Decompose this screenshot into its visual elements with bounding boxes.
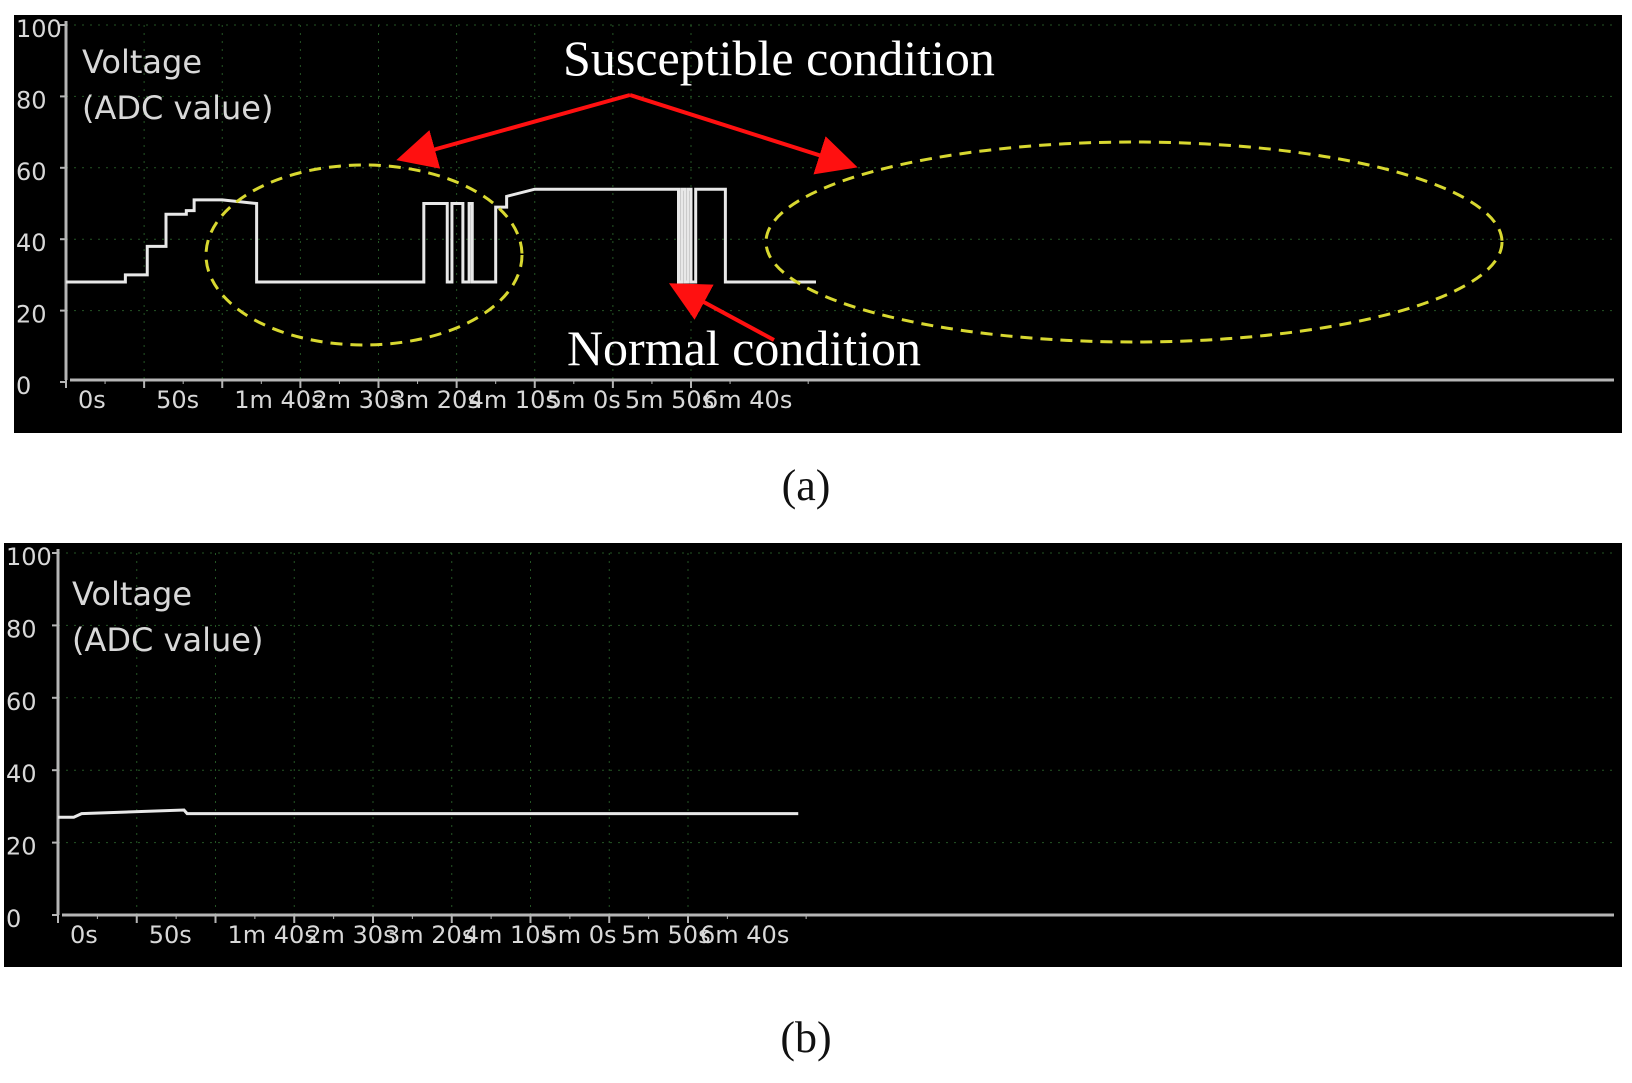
x-tick-label-2: 1m 40s bbox=[234, 386, 323, 414]
plot-background bbox=[4, 543, 1622, 967]
subfigure-label-b: (b) bbox=[780, 1013, 832, 1062]
y-tick-label-40: 40 bbox=[16, 229, 47, 257]
legend-adc-value: (ADC value) bbox=[72, 621, 263, 659]
normal-condition-label: Normal condition bbox=[567, 320, 921, 376]
x-tick-label-1: 50s bbox=[156, 386, 199, 414]
x-tick-label-3: 2m 30s bbox=[306, 921, 395, 949]
x-tick-label-4: 3m 20s bbox=[391, 386, 480, 414]
y-tick-label-20: 20 bbox=[6, 833, 37, 861]
legend-adc-value: (ADC value) bbox=[82, 89, 273, 127]
susceptible-ellipse-2 bbox=[764, 140, 1504, 344]
y-tick-label-60: 60 bbox=[6, 688, 37, 716]
x-tick-label-8: 6m 40s bbox=[703, 386, 792, 414]
legend-voltage: Voltage bbox=[72, 575, 192, 613]
x-tick-label-5: 4m 10s bbox=[464, 921, 553, 949]
x-tick-label-3: 2m 30s bbox=[312, 386, 401, 414]
x-tick-label-2: 1m 40s bbox=[228, 921, 317, 949]
subfigure-label-a: (a) bbox=[781, 461, 831, 510]
y-tick-label-0: 0 bbox=[6, 905, 21, 933]
susceptible-ellipse-1 bbox=[204, 163, 524, 347]
susceptible-arrow-left bbox=[396, 93, 631, 169]
voltage-trace-series-0 bbox=[66, 187, 816, 284]
grid-horizontal bbox=[66, 24, 1614, 312]
plot-background bbox=[14, 15, 1622, 433]
y-tick-label-80: 80 bbox=[16, 86, 47, 114]
y-tick-label-100: 100 bbox=[6, 543, 52, 571]
y-tick-label-60: 60 bbox=[16, 158, 47, 186]
susceptible-arrow-right bbox=[629, 93, 858, 175]
susceptible-condition-label: Susceptible condition bbox=[563, 30, 995, 86]
x-tick-label-6: 5m 0s bbox=[543, 921, 617, 949]
y-tick-label-40: 40 bbox=[6, 760, 37, 788]
x-tick-label-7: 5m 50s bbox=[621, 921, 710, 949]
x-tick-label-0: 0s bbox=[70, 921, 98, 949]
x-tick-label-8: 6m 40s bbox=[700, 921, 789, 949]
x-tick-label-1: 50s bbox=[149, 921, 192, 949]
y-tick-label-20: 20 bbox=[16, 301, 47, 329]
normal-arrow bbox=[668, 283, 775, 342]
legend-voltage: Voltage bbox=[82, 43, 202, 81]
y-tick-label-100: 100 bbox=[16, 15, 62, 43]
voltage-trace-series-0 bbox=[58, 808, 799, 819]
x-tick-label-5: 4m 10s bbox=[469, 386, 558, 414]
x-tick-label-7: 5m 50s bbox=[625, 386, 714, 414]
x-tick-label-6: 5m 0s bbox=[547, 386, 621, 414]
x-tick-label-4: 3m 20s bbox=[385, 921, 474, 949]
grid-horizontal bbox=[58, 552, 1614, 844]
y-tick-label-0: 0 bbox=[16, 372, 31, 400]
y-tick-label-80: 80 bbox=[6, 615, 37, 643]
x-tick-label-0: 0s bbox=[78, 386, 106, 414]
